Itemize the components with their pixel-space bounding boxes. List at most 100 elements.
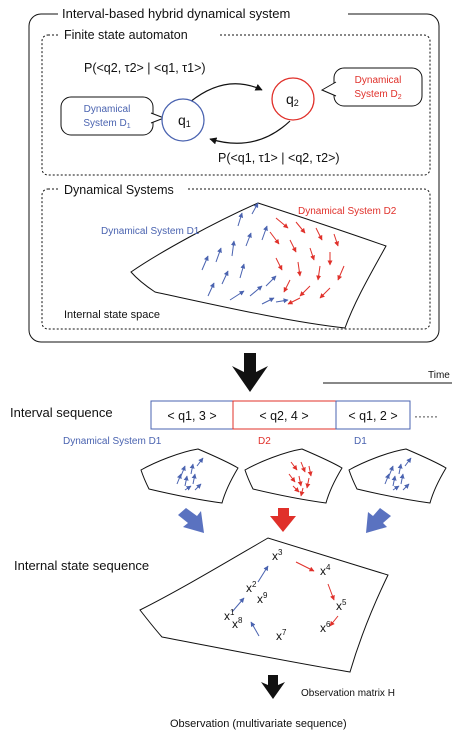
- ds-label-d1: Dynamical System D1: [101, 226, 200, 237]
- mini-arrow-d1-second: [392, 485, 400, 491]
- callout-d1-line1: Dynamical: [84, 104, 131, 115]
- callout-d2-line2: System D: [354, 89, 397, 100]
- state-sequence-sheet: [139, 537, 389, 673]
- ds-arrow-d1: [245, 232, 252, 247]
- ds-arrow-d2: [319, 287, 331, 299]
- mini-arrow-d2: [307, 465, 313, 477]
- state-space-sheet: [130, 202, 387, 329]
- ds-arrow-d1: [237, 212, 244, 227]
- mini-arrow-d2: [292, 485, 300, 493]
- internal-state-space-label: Internal state space: [64, 309, 160, 321]
- callout-dynamical-system-d2: Dynamical System D2: [320, 67, 423, 107]
- ds-arrow-d1: [230, 240, 236, 257]
- callout-dynamical-system-d1: Dynamical System D1: [60, 96, 166, 136]
- mini-arrow-d2: [290, 461, 298, 471]
- ds-arrow-d2: [316, 265, 322, 281]
- ds-arrow-d1: [207, 282, 215, 297]
- mini-vector-fields: [176, 457, 412, 497]
- time-label: Time: [428, 370, 450, 381]
- mini-arrow-d2: [299, 487, 305, 497]
- observation-output-label: Observation (multivariate sequence): [170, 718, 347, 730]
- ds-arrow-d2: [275, 257, 283, 271]
- state-sequence-arrows: [231, 561, 339, 637]
- ds-arrow-d2: [309, 247, 315, 261]
- transition-label-q2-to-q1: P(<q1, τ1> | <q2, τ2>): [218, 151, 340, 165]
- below-label-d2: D2: [258, 436, 271, 447]
- interval-text-1: < q1, 3 >: [167, 409, 216, 423]
- svg-text:q2: q2: [286, 91, 299, 108]
- svg-text:q1: q1: [178, 112, 191, 129]
- ds-arrow-d2: [289, 239, 297, 253]
- state-point-x6: x6: [320, 620, 331, 635]
- ds-arrow-d1: [261, 297, 275, 305]
- mini-arrow-d1-second: [384, 473, 390, 485]
- svg-text:System D1: System D1: [83, 118, 130, 130]
- mini-arrow-d1: [176, 473, 182, 485]
- transition-label-q1-to-q2: P(<q2, τ2> | <q1, τ1>): [84, 61, 206, 75]
- callout-d2-line1: Dynamical: [355, 75, 402, 86]
- mini-arrow-d1-second: [391, 475, 397, 487]
- interval-ellipsis: ······: [414, 409, 438, 423]
- state-transition-arrow: [231, 597, 245, 613]
- fsa-title: Finite state automaton: [64, 28, 188, 42]
- ds-label-d2: Dynamical System D2: [298, 206, 397, 217]
- mini-arrow-d1: [184, 485, 192, 491]
- interval-sequence-label: Interval sequence: [10, 405, 113, 420]
- mini-arrow-d1-second: [397, 463, 403, 475]
- ds-arrow-d2: [283, 279, 291, 293]
- ds-arrow-d1: [201, 255, 209, 271]
- interval-box-2: [232, 400, 337, 430]
- mini-arrow-d1: [189, 463, 195, 475]
- mini-arrow-d1: [191, 473, 197, 485]
- interval-text-2: < q2, 4 >: [259, 409, 308, 423]
- ds-arrow-d1: [229, 290, 245, 301]
- mini-sheet-d1-second: [348, 448, 447, 504]
- below-label-d1-second: D1: [354, 436, 367, 447]
- mini-arrow-d2: [300, 461, 306, 473]
- state-point-x8: x8: [232, 616, 243, 631]
- interval-text-3: < q1, 2 >: [348, 409, 397, 423]
- big-down-arrow: [232, 353, 268, 392]
- svg-text:System D2: System D2: [354, 89, 401, 101]
- ds-arrow-d1: [215, 247, 222, 263]
- observation-arrow: [261, 675, 285, 699]
- state-q2-name: q: [286, 91, 294, 107]
- hybrid-system-title: Interval-based hybrid dynamical system: [62, 6, 290, 21]
- projection-arrow-d1-second: [366, 508, 391, 533]
- state-point-x2: x2: [246, 580, 257, 595]
- state-transition-arrow: [250, 621, 260, 637]
- mini-arrow-d1-second: [388, 465, 394, 477]
- interval-box-1: [150, 400, 234, 430]
- state-point-x9: x9: [257, 591, 268, 606]
- ds-vector-field: [201, 202, 345, 305]
- observation-matrix-label: Observation matrix H: [301, 688, 395, 699]
- mini-arrow-d1: [183, 475, 189, 487]
- projection-arrow-d1: [178, 508, 204, 533]
- state-q1-name: q: [178, 112, 186, 128]
- state-point-x5: x5: [336, 598, 347, 613]
- internal-state-sequence-label: Internal state sequence: [14, 558, 149, 573]
- fsa-frame: [41, 34, 431, 176]
- state-point-x4: x4: [320, 563, 331, 578]
- dynamical-systems-title: Dynamical Systems: [64, 183, 174, 197]
- mini-arrow-d1: [196, 457, 204, 467]
- mini-arrow-d2: [305, 477, 311, 489]
- ds-arrow-d2: [333, 233, 339, 247]
- state-transition-arrow: [329, 615, 339, 627]
- mini-arrow-d1-second: [404, 457, 412, 467]
- ds-arrow-d1: [249, 285, 263, 297]
- transition-arrow-q2-to-q1: [209, 120, 291, 145]
- state-q1: q1: [161, 98, 205, 142]
- state-point-x7: x7: [276, 628, 287, 643]
- callout-d1-line2: System D: [83, 118, 126, 129]
- interval-box-3: [335, 400, 411, 430]
- ds-arrow-d2: [337, 265, 345, 281]
- ds-arrow-d2: [315, 227, 323, 241]
- ds-arrow-d2: [275, 217, 289, 229]
- mini-arrow-d2: [288, 473, 296, 483]
- mini-arrow-d1-second: [399, 473, 405, 485]
- ds-arrow-d2: [287, 297, 301, 305]
- callout-d2-sub: 2: [398, 94, 402, 101]
- dynamical-systems-frame: [41, 188, 431, 330]
